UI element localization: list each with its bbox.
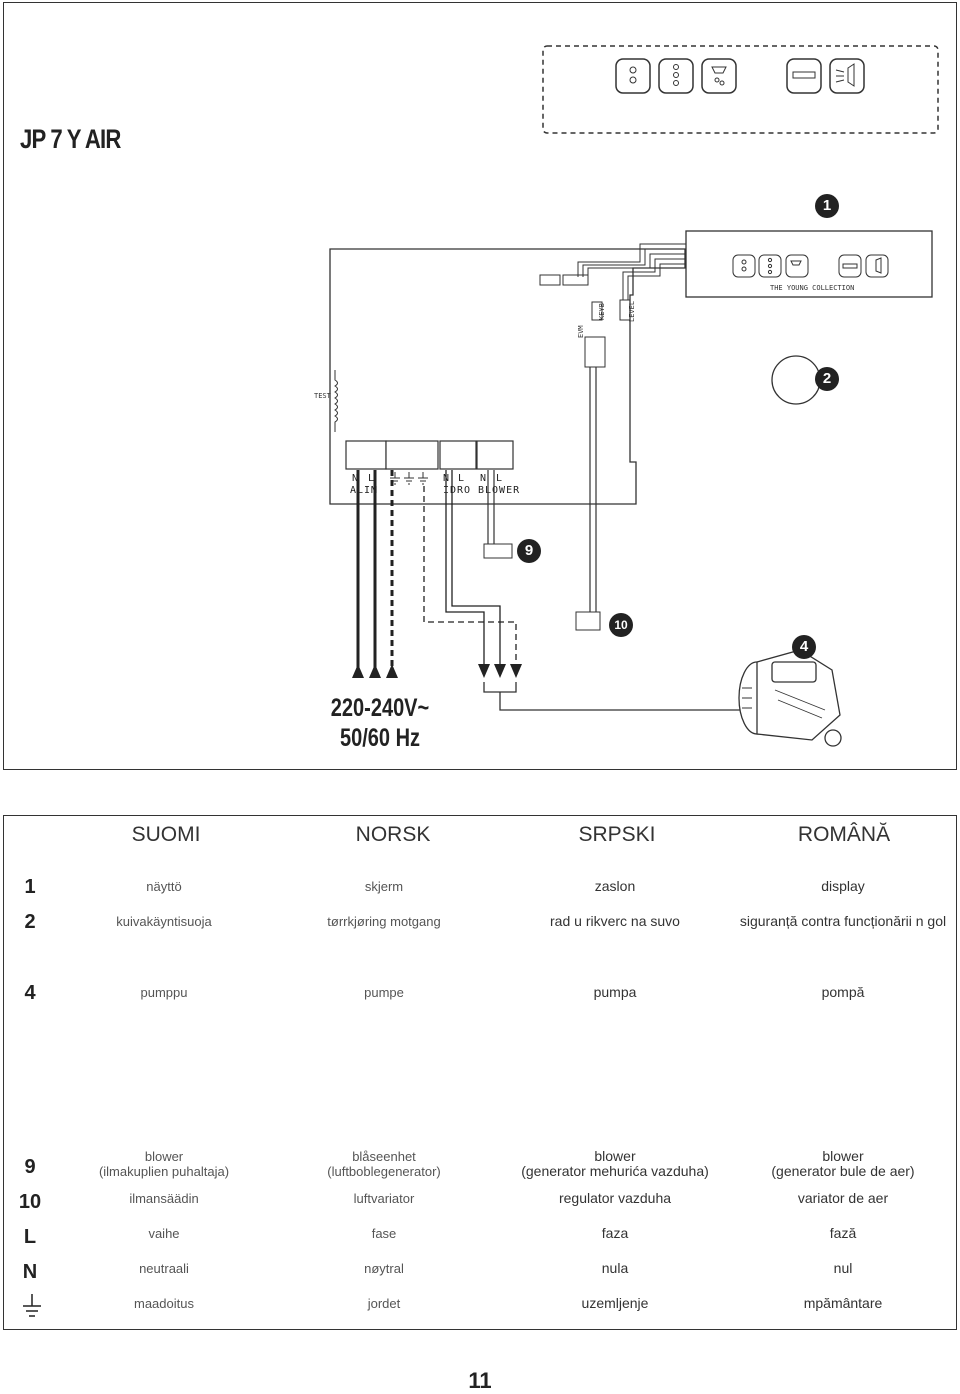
ground-icon — [23, 1294, 41, 1317]
cell-2-sr: rad u rikverc na suvo — [550, 913, 680, 929]
cell-1-sr: zaslon — [594, 878, 636, 894]
test-component — [334, 370, 338, 432]
badge-display: 1 — [815, 194, 839, 218]
cell-1-fi: näyttö — [146, 879, 182, 894]
product-title: JP 7 Y AIR — [20, 124, 121, 154]
blower-wires — [487, 470, 495, 544]
badge-blower: 9 — [517, 539, 541, 563]
board-connectors — [539, 274, 631, 368]
cell-1-ro: display — [821, 878, 865, 894]
cell-n-sr: nula — [601, 1260, 629, 1276]
cell-l-sr: faza — [601, 1225, 629, 1241]
display-panel — [685, 230, 933, 298]
cell-n-fi: neutraali — [139, 1261, 189, 1276]
cell-n-no: nøytral — [364, 1261, 404, 1276]
pump-wires — [423, 470, 517, 668]
cell-ground-sr: uzemljenje — [581, 1295, 649, 1311]
cell-10-ro: variator de aer — [797, 1190, 889, 1206]
cell-9-ro-sub: (generator bule de aer) — [771, 1163, 915, 1179]
badge-air-variator: 10 — [609, 613, 633, 637]
voltage-label: 220-240V~ — [330, 694, 430, 722]
test-label: TEST — [314, 392, 332, 400]
terminal-n-blower: N — [480, 473, 487, 484]
cell-l-ro: fază — [829, 1225, 857, 1241]
legend-table-frame — [3, 815, 957, 1330]
cell-n-ro: nul — [833, 1260, 853, 1276]
air-variator-connector — [575, 611, 601, 631]
cell-10-no: luftvariator — [353, 1191, 415, 1206]
ground-symbols — [390, 472, 428, 485]
cell-9-sr: blower — [594, 1148, 636, 1164]
terminal-l-idro: L — [458, 473, 465, 484]
terminal-blocks — [345, 440, 514, 470]
cell-ground-no: jordet — [367, 1296, 401, 1311]
cell-2-fi: kuivakäyntisuoja — [116, 914, 212, 929]
row-key-2: 2 — [24, 911, 36, 933]
cell-l-no: fase — [371, 1226, 397, 1241]
level-label: LEVEL — [628, 301, 636, 322]
cell-4-fi: pumppu — [140, 985, 188, 1000]
cell-4-no: pumpe — [364, 985, 404, 1000]
page-number: 11 — [468, 1368, 492, 1393]
idro-label: IDRO — [443, 485, 471, 496]
cell-2-ro: siguranță contra funcționării n gol — [739, 913, 947, 929]
keyb-label: KEYB — [598, 303, 606, 320]
cell-9-no-sub: (luftboblegenerator) — [327, 1164, 441, 1179]
cell-ground-ro: mpământare — [803, 1295, 883, 1311]
cell-9-fi: blower — [144, 1149, 184, 1164]
cell-l-fi: vaihe — [148, 1226, 180, 1241]
display-brand: THE YOUNG COLLECTION — [770, 284, 854, 292]
badge-pump: 4 — [792, 635, 816, 659]
terminal-l-blower: L — [496, 473, 503, 484]
cell-10-sr: regulator vazduha — [558, 1190, 672, 1206]
display-panel-buttons — [732, 254, 889, 278]
blower-connector — [483, 543, 513, 559]
cell-9-sr-sub: (generator mehurića vazduha) — [521, 1163, 709, 1179]
cell-4-sr: pumpa — [593, 984, 637, 1000]
header-srpski: SRPSKI — [578, 823, 656, 846]
row-key-1: 1 — [24, 876, 36, 898]
air-variator-wires — [589, 367, 597, 612]
terminal-n-alim: N — [352, 473, 359, 484]
pump-arrows — [478, 664, 522, 678]
cell-1-no: skjerm — [364, 879, 404, 894]
frequency-label: 50/60 Hz — [339, 724, 421, 752]
header-suomi: SUOMI — [131, 823, 201, 846]
cell-9-no: blåseenhet — [352, 1149, 416, 1164]
cell-2-no: tørrkjøring motgang — [327, 914, 441, 929]
cell-9-fi-sub: (ilmakuplien puhaltaja) — [98, 1164, 230, 1179]
wiring-diagram: THE YOUNG COLLECTION KEYB LEVEL EVM TEST… — [314, 45, 939, 747]
power-arrows — [352, 664, 398, 678]
alim-label: ALIM — [350, 485, 378, 496]
badge-dry-run: 2 — [815, 367, 839, 391]
blower-label: BLOWER — [478, 485, 520, 496]
display-cable — [577, 243, 686, 300]
cell-4-ro: pompă — [821, 984, 865, 1000]
row-key-10: 10 — [18, 1191, 42, 1213]
keypad-buttons — [615, 58, 865, 94]
row-key-l: L — [23, 1226, 37, 1248]
cell-9-ro: blower — [822, 1148, 864, 1164]
row-key-n: N — [22, 1261, 38, 1283]
row-key-9: 9 — [24, 1156, 36, 1178]
cell-ground-fi: maadoitus — [134, 1296, 194, 1311]
cell-10-fi: ilmansäädin — [129, 1191, 199, 1206]
keypad-outline — [542, 45, 939, 134]
evm-label: EVM — [577, 325, 585, 338]
level-sensor — [771, 355, 821, 405]
power-supply-wires — [356, 470, 377, 668]
row-key-4: 4 — [24, 982, 36, 1004]
header-norsk: NORSK — [355, 823, 431, 846]
wiring-diagram-frame — [3, 2, 957, 770]
header-romana: ROMÂNĂ — [797, 823, 891, 846]
control-board-outline — [329, 248, 686, 505]
terminal-l-alim: L — [368, 473, 375, 484]
pump-drawing — [738, 649, 842, 747]
